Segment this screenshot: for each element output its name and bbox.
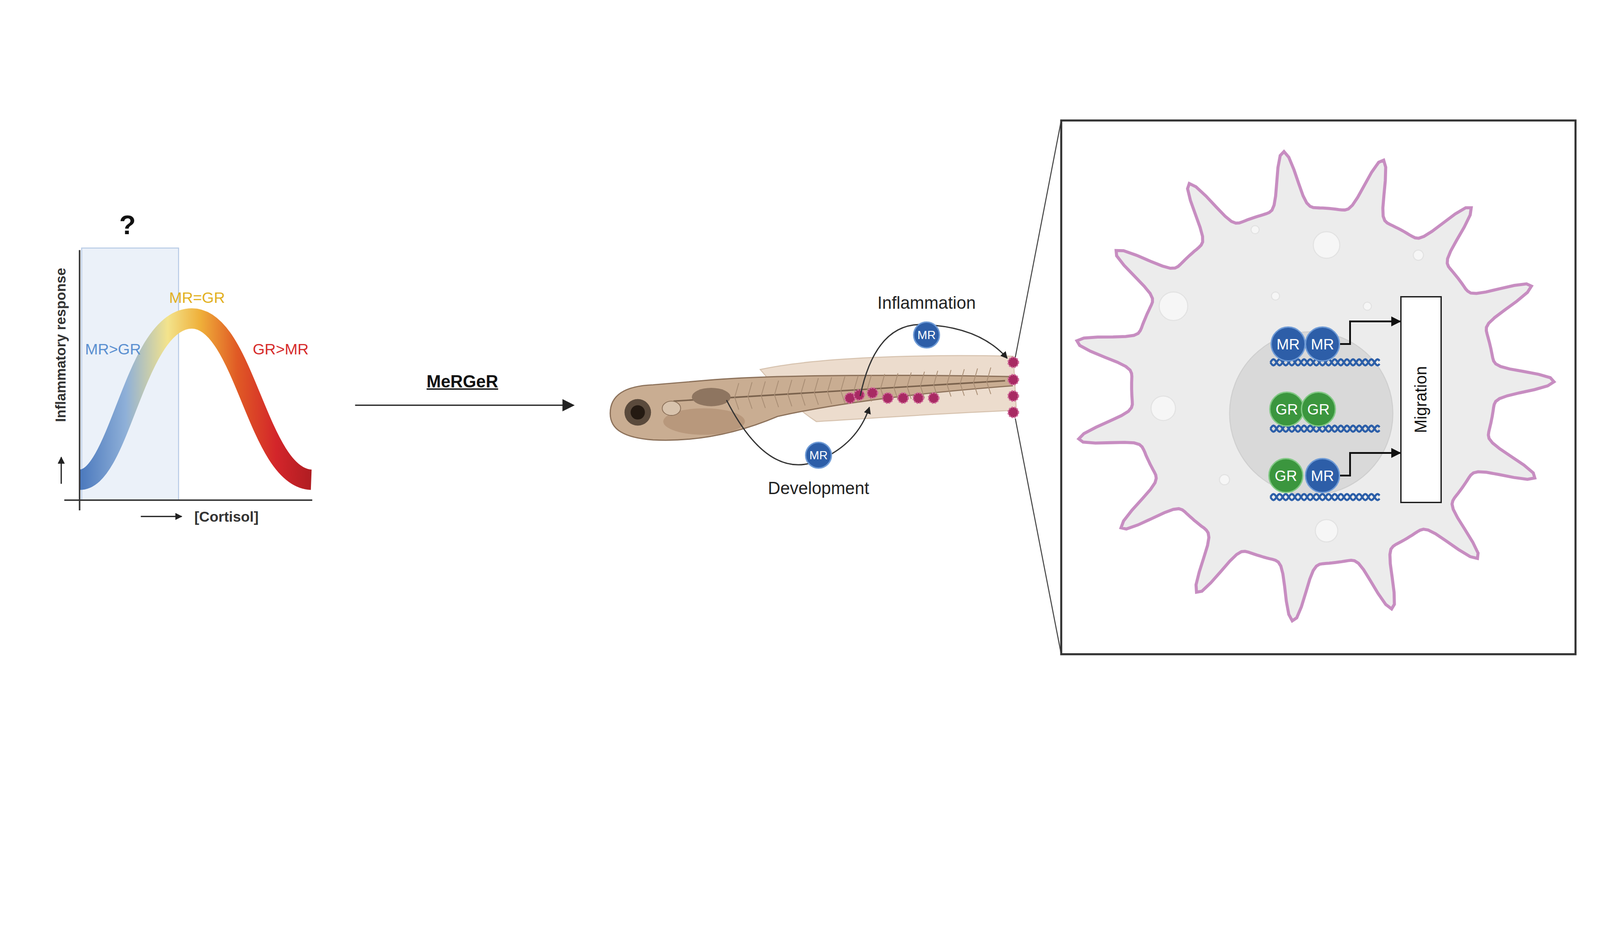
mr-receptor: MR bbox=[1270, 326, 1306, 362]
gr-receptor: GR bbox=[1300, 391, 1337, 427]
activation-arrow bbox=[1340, 452, 1401, 476]
macrophage-dot bbox=[1008, 390, 1019, 402]
activation-arrow bbox=[1340, 321, 1401, 344]
somite bbox=[814, 378, 819, 405]
somite bbox=[973, 368, 978, 396]
process-box: Migration bbox=[1400, 296, 1442, 504]
swim-bladder bbox=[691, 387, 731, 407]
somite bbox=[986, 367, 991, 395]
dna-strand bbox=[1270, 425, 1380, 433]
dna-strand bbox=[1270, 359, 1380, 366]
axis-title: [Cortisol] bbox=[194, 508, 259, 526]
macrophage-dot bbox=[1008, 374, 1019, 386]
node-text: GR bbox=[1275, 401, 1299, 417]
eye bbox=[624, 399, 652, 426]
macrophages bbox=[844, 357, 1019, 418]
inflammation-arc bbox=[860, 324, 1008, 396]
dna-strands bbox=[1270, 359, 1380, 501]
axis-arrow bbox=[141, 515, 182, 518]
question-mark: ? bbox=[119, 209, 137, 241]
somite bbox=[894, 373, 899, 400]
regime-label: MR>GR bbox=[84, 340, 142, 358]
vesicle bbox=[1363, 301, 1372, 311]
somite bbox=[800, 378, 805, 406]
macrophage-dot bbox=[844, 392, 856, 404]
vesicle bbox=[1251, 225, 1260, 234]
zoom-panel bbox=[1061, 120, 1576, 655]
somite bbox=[734, 382, 739, 410]
macrophage-dot bbox=[882, 392, 894, 404]
macrophage-dot bbox=[928, 392, 939, 404]
somite bbox=[960, 369, 965, 396]
axis-title: Inflammatory response bbox=[52, 267, 70, 422]
macrophage-dot bbox=[1008, 357, 1019, 368]
somite bbox=[946, 370, 951, 397]
node-text: MR bbox=[917, 329, 936, 341]
cell-membrane bbox=[1077, 151, 1554, 621]
nucleus bbox=[1229, 331, 1393, 495]
node-text: MR bbox=[1276, 336, 1300, 352]
dna-strand bbox=[1270, 425, 1380, 433]
dna-strand bbox=[1270, 494, 1380, 501]
zoom-line bbox=[1015, 120, 1062, 358]
response-curve bbox=[79, 318, 311, 480]
y-axis bbox=[78, 249, 80, 511]
somites bbox=[734, 367, 992, 410]
vesicle bbox=[1313, 231, 1341, 259]
development-arc bbox=[726, 400, 870, 465]
node-text: GR bbox=[1307, 401, 1330, 417]
macrophage-cell bbox=[1077, 151, 1554, 621]
macrophage-dot bbox=[867, 387, 878, 399]
gr-receptor: GR bbox=[1268, 457, 1304, 494]
x-axis bbox=[64, 499, 313, 501]
axis-arrow bbox=[60, 457, 62, 485]
dna-strand bbox=[1270, 494, 1380, 501]
mr-receptor: MR bbox=[1304, 326, 1341, 362]
process-label: MeRGeR bbox=[426, 371, 499, 392]
somite bbox=[761, 381, 766, 409]
macrophage-dot bbox=[913, 392, 924, 404]
vesicle bbox=[1271, 291, 1280, 301]
otic-vesicle bbox=[662, 400, 681, 416]
node-text: MR bbox=[1310, 468, 1334, 484]
mr-receptor: MR bbox=[804, 441, 833, 469]
process-arrow bbox=[355, 404, 574, 406]
vesicle bbox=[1315, 519, 1338, 542]
node-text: MR bbox=[1310, 336, 1334, 352]
somite bbox=[787, 379, 792, 407]
pupil bbox=[630, 404, 645, 420]
node-text: GR bbox=[1274, 468, 1298, 484]
node-text: MR bbox=[809, 449, 828, 462]
response-chart bbox=[61, 248, 312, 517]
vesicle bbox=[1151, 395, 1176, 421]
mr-receptor: MR bbox=[1304, 457, 1341, 494]
vesicle bbox=[1219, 474, 1230, 485]
somite bbox=[748, 382, 753, 410]
macrophage-dot bbox=[898, 392, 909, 404]
node-text: Migration bbox=[1412, 366, 1430, 433]
regime-label: MR=GR bbox=[169, 288, 226, 307]
somite bbox=[827, 377, 832, 405]
vesicle bbox=[1159, 291, 1188, 321]
gr-receptor: GR bbox=[1269, 391, 1305, 427]
mr-receptor: MR bbox=[912, 321, 941, 349]
larva-body bbox=[610, 375, 1013, 440]
arc-label: Inflammation bbox=[877, 293, 976, 314]
regime-label: GR>MR bbox=[252, 340, 309, 358]
arc-label: Development bbox=[767, 478, 870, 499]
somite bbox=[774, 380, 779, 408]
dna-strand bbox=[1270, 359, 1380, 366]
macrophage-dot bbox=[854, 390, 865, 401]
zoom-line bbox=[1015, 418, 1062, 655]
macrophage-dot bbox=[1008, 407, 1019, 418]
vesicle bbox=[1413, 249, 1424, 261]
zebrafish-larva bbox=[610, 324, 1019, 465]
